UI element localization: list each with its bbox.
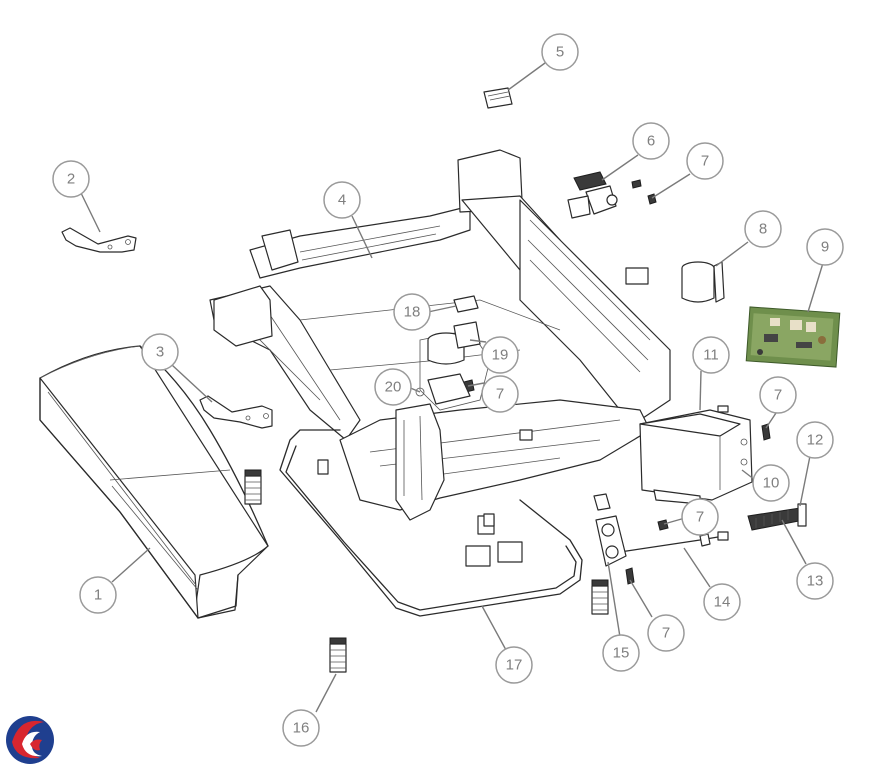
leader-lines xyxy=(80,62,824,713)
callout-label: 18 xyxy=(404,304,421,321)
callout-13: 13 xyxy=(796,562,834,600)
callout-8: 8 xyxy=(744,210,782,248)
callout-1: 1 xyxy=(79,576,117,614)
callout-17: 17 xyxy=(495,646,533,684)
part-17-base-tray xyxy=(279,429,583,617)
callout-7e: 7 xyxy=(481,375,519,413)
callout-2: 2 xyxy=(52,160,90,198)
callout-3: 3 xyxy=(141,333,179,371)
base-frame-assembly xyxy=(209,149,671,521)
callout-label: 6 xyxy=(647,133,655,150)
small-clips xyxy=(483,429,533,527)
part-3-hinge-arm xyxy=(199,395,273,429)
sump-components xyxy=(415,295,481,405)
callout-label: 7 xyxy=(662,625,670,642)
part-2-hinge-arm xyxy=(61,227,137,253)
callout-16: 16 xyxy=(282,709,320,747)
brand-logo-icon xyxy=(6,716,54,764)
callout-label: 9 xyxy=(821,239,829,256)
callout-12: 12 xyxy=(796,421,834,459)
callout-label: 3 xyxy=(156,344,164,361)
callout-label: 8 xyxy=(759,221,767,238)
callout-label: 19 xyxy=(492,347,509,364)
callout-label: 15 xyxy=(613,645,630,662)
part-1-kick-panel xyxy=(39,345,269,619)
callout-9: 9 xyxy=(806,228,844,266)
callout-7d: 7 xyxy=(647,614,685,652)
callout-19: 19 xyxy=(481,336,519,374)
callout-7c: 7 xyxy=(681,498,719,536)
part-15-bracket xyxy=(593,493,627,567)
callout-label: 7 xyxy=(496,386,504,403)
callout-label: 17 xyxy=(506,657,523,674)
callout-label: 7 xyxy=(701,153,709,170)
callout-label: 2 xyxy=(67,171,75,188)
callout-label: 16 xyxy=(293,720,310,737)
part-6-inlet-valve xyxy=(567,171,618,219)
callout-15: 15 xyxy=(602,634,640,672)
part-9-control-board xyxy=(745,306,841,368)
callout-11: 11 xyxy=(692,336,730,374)
callout-6: 6 xyxy=(632,122,670,160)
callout-4: 4 xyxy=(323,181,361,219)
callout-20: 20 xyxy=(374,368,412,406)
callout-label: 10 xyxy=(763,475,780,492)
callout-label: 11 xyxy=(703,347,719,364)
part-10-11-control-housing xyxy=(639,405,753,505)
callout-label: 5 xyxy=(556,44,564,61)
callout-label: 14 xyxy=(714,594,731,611)
callout-label: 13 xyxy=(807,573,824,590)
callout-7a: 7 xyxy=(686,142,724,180)
callout-label: 7 xyxy=(774,387,782,404)
part-8-motor xyxy=(625,261,725,303)
callout-14: 14 xyxy=(703,583,741,621)
callout-label: 4 xyxy=(338,192,346,209)
callout-10: 10 xyxy=(752,464,790,502)
callout-label: 12 xyxy=(807,432,824,449)
part-12-13-heating-element xyxy=(747,503,807,531)
callout-18: 18 xyxy=(393,293,431,331)
callout-7b: 7 xyxy=(759,376,797,414)
callout-label: 1 xyxy=(94,587,102,604)
part-14-sensor-wire xyxy=(619,531,729,553)
callout-label: 7 xyxy=(696,509,704,526)
part-5-connector xyxy=(483,87,513,109)
feet-16 xyxy=(244,469,609,673)
callout-5: 5 xyxy=(541,33,579,71)
callout-label: 20 xyxy=(385,379,402,396)
